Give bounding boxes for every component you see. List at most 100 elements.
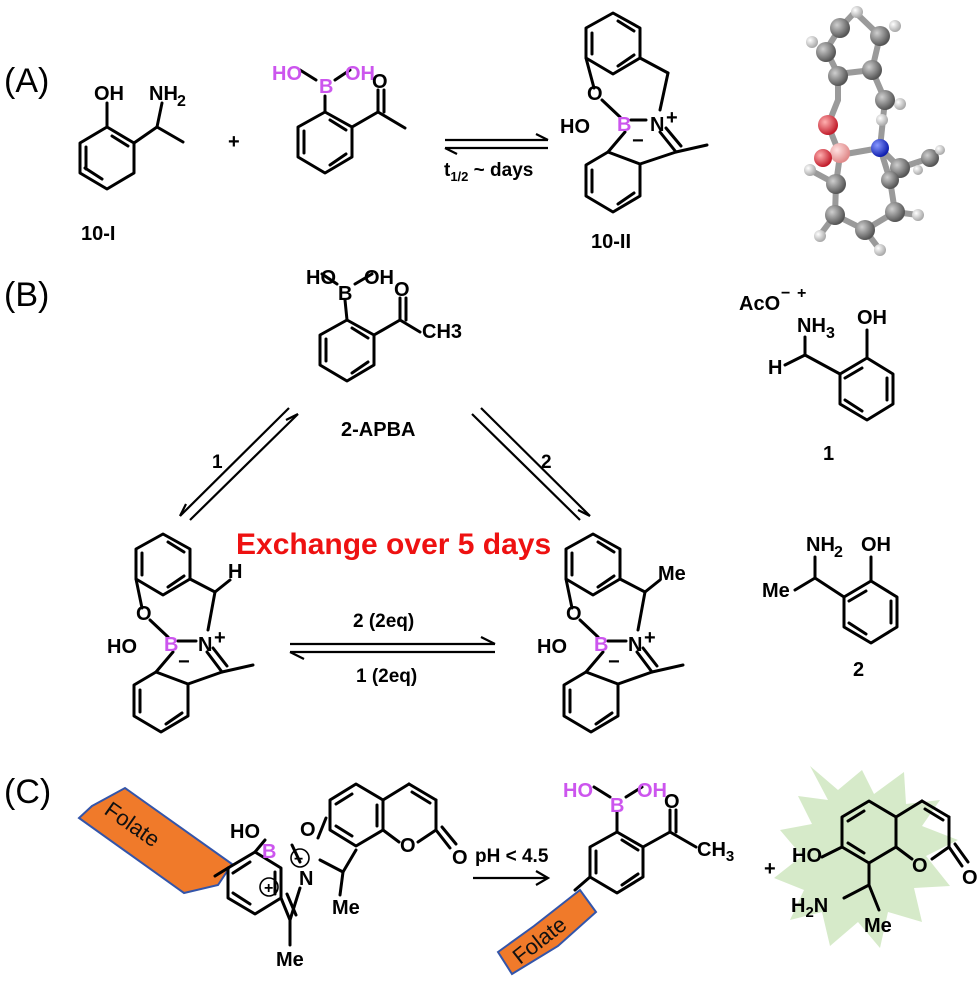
atom-ho-c: HO <box>230 821 260 843</box>
half-life-condition: t1/2 ~ days <box>444 160 533 184</box>
atom-ho-1: HO <box>272 63 302 85</box>
compound-label-2: 2 <box>853 659 864 681</box>
atom-ho-coumarin: HO <box>792 845 822 867</box>
equilibrium-arrow-1 <box>179 407 299 521</box>
atom-plus: + <box>666 107 678 129</box>
atom-aco-minus: − <box>781 285 790 302</box>
boronate-product-1: O H HO B − N + <box>107 532 255 734</box>
apba-structure-a: HO B OH O <box>272 63 407 175</box>
atom-me-r: Me <box>658 563 686 585</box>
atom-oh-b: OH <box>364 267 394 289</box>
atom-ch3-p: CH3 <box>697 839 734 865</box>
atom-boron-c: B <box>262 841 276 863</box>
atom-me-c2: Me <box>332 897 360 919</box>
atom-n-r: N <box>628 634 642 656</box>
atom-me-2c: Me <box>762 580 790 602</box>
atom-ring-o: O <box>587 83 603 105</box>
atom-oh-1: OH <box>345 63 375 85</box>
atom-ch3-b: CH3 <box>422 321 462 343</box>
atom-nh2-subscript: 2 <box>177 93 186 110</box>
aminocoumarin-structure: HO O O H2N Me <box>791 799 978 937</box>
cleavage-arrowhead <box>535 870 551 886</box>
exchange-equilibrium-arrow <box>289 636 496 660</box>
apba-structure-b: HO B OH O CH3 <box>306 267 462 383</box>
atom-oh: OH <box>94 83 124 105</box>
atom-ho-r: HO <box>537 636 567 658</box>
atom-nh2: NH <box>149 83 178 105</box>
arrow-label-2: 2 <box>541 452 552 473</box>
atom-me-coumarin: Me <box>864 915 892 937</box>
forward-reagent-label: 2 (2eq) <box>353 611 414 632</box>
compound-1-structure: AcO − + NH 3 OH H <box>739 285 895 422</box>
panel-label-a: (A) <box>4 62 49 100</box>
folate-tag-product: Folate <box>496 888 598 976</box>
plus-sign: + <box>228 131 240 153</box>
panel-label-b: (B) <box>4 276 49 314</box>
atom-co-coumarin: O <box>962 867 978 889</box>
exchange-caption: Exchange over 5 days <box>236 528 551 561</box>
atom-nitrogen: N <box>650 114 664 136</box>
atom-nh2-2c-subscript: 2 <box>834 544 843 561</box>
atom-ho-b: HO <box>306 267 336 289</box>
atom-plus-l: + <box>214 627 226 649</box>
atom-h2n-coumarin: H2N <box>791 895 828 921</box>
boronate-product-2: O Me HO B − N + <box>537 532 686 734</box>
folate-conjugate-structure: HO O B − + N Me Me O O <box>213 782 468 971</box>
atom-boron-p: B <box>610 795 624 817</box>
atom-n-c: N <box>299 868 313 890</box>
atom-h-1c: H <box>768 357 782 379</box>
fluorescence-glow <box>774 766 958 948</box>
atom-n-l: N <box>198 634 212 656</box>
atom-lactone-o: O <box>400 835 416 857</box>
atom-boron-b: B <box>338 283 352 305</box>
atom-circle-minus-c: − <box>294 851 303 868</box>
atom-nh3: NH <box>797 315 826 337</box>
atom-boron: B <box>319 76 333 98</box>
model-atoms <box>804 6 945 256</box>
compound-2-structure: NH 2 OH Me <box>762 534 899 645</box>
ph-condition: pH < 4.5 <box>475 846 549 867</box>
atom-nh3-plus: + <box>797 285 806 302</box>
atom-circle-plus-c: + <box>264 880 273 897</box>
atom-o-r: O <box>566 603 582 625</box>
compound-label-10-II: 10-II <box>591 231 631 253</box>
atom-oh-2c: OH <box>861 534 891 556</box>
atom-minus-r: − <box>608 651 620 673</box>
atom-ho-2: HO <box>560 116 590 138</box>
atom-o-c: O <box>300 819 316 841</box>
plus-sign-c: + <box>764 858 776 880</box>
folate-tag-conjugate: Folate <box>77 786 234 895</box>
panel-label-c: (C) <box>4 773 51 811</box>
atom-minus-l: − <box>178 651 190 673</box>
arrow-label-1: 1 <box>212 452 223 473</box>
atom-nh2-2c: NH <box>806 534 835 556</box>
compound-10-II-structure: O HO B − N + <box>560 11 709 214</box>
equilibrium-arrow-a <box>444 133 549 155</box>
atom-me-c1: Me <box>276 949 304 971</box>
compound-label-10-I: 10-I <box>81 223 115 245</box>
atom-oh-p: OH <box>637 780 667 802</box>
atom-boron-r: B <box>594 634 608 656</box>
atom-ho-p: HO <box>563 780 593 802</box>
atom-h-l: H <box>228 561 242 583</box>
atom-carbonyl-o-p: O <box>664 791 680 813</box>
atom-ho-l: HO <box>107 636 137 658</box>
compound-10-I-structure: OH NH 2 <box>78 83 186 191</box>
compound-label-2-apba: 2-APBA <box>341 419 415 441</box>
reverse-reagent-label: 1 (2eq) <box>356 666 417 687</box>
atom-o-coumarin: O <box>912 855 928 877</box>
atom-boron-2: B <box>617 114 631 136</box>
atom-minus: − <box>632 130 644 152</box>
atom-carbonyl-o-b: O <box>394 279 410 301</box>
compound-label-1: 1 <box>823 443 834 465</box>
atom-aco: AcO <box>739 293 780 315</box>
atom-boron-l: B <box>164 634 178 656</box>
equilibrium-arrow-2 <box>471 407 591 521</box>
atom-nh3-subscript: 3 <box>826 325 835 342</box>
atom-o-l: O <box>136 603 152 625</box>
atom-oh-1c: OH <box>857 307 887 329</box>
apba-folate-product: HO B OH O CH3 <box>563 780 734 895</box>
atom-plus-r: + <box>644 627 656 649</box>
atom-lactone-co: O <box>452 847 468 869</box>
